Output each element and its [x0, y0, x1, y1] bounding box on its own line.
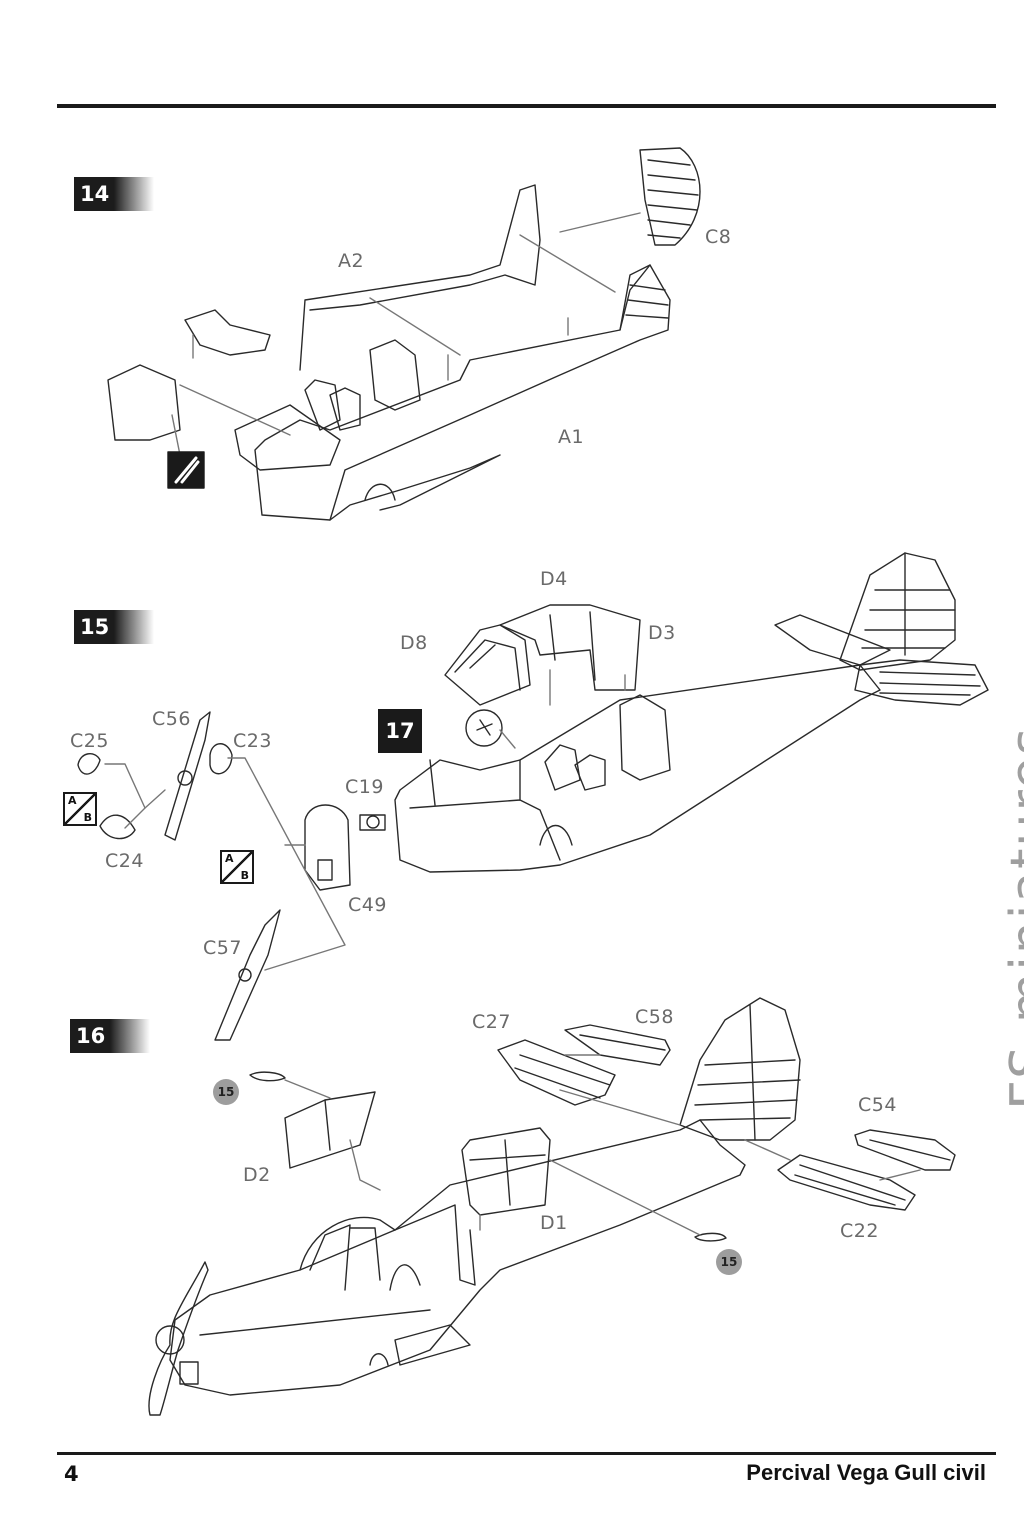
step16-aircraft-drawing: [148, 997, 956, 1416]
step-ref-circle-15: 15: [716, 1249, 742, 1275]
part-label-d3: D3: [648, 622, 676, 644]
part-label-c19: C19: [345, 776, 384, 798]
step-15-badge: 15: [74, 610, 154, 644]
part-label-c54: C54: [858, 1094, 897, 1116]
step14-fuselage-drawing: [107, 147, 701, 521]
part-label-a1: A1: [558, 426, 585, 448]
part-label-c58: C58: [635, 1006, 674, 1028]
part-label-c25: C25: [70, 730, 109, 752]
step-16-badge: 16: [70, 1019, 150, 1053]
step15-fuselage-drawing: [77, 552, 989, 1041]
option-b-label: B: [240, 869, 249, 882]
step-14-badge: 14: [74, 177, 154, 211]
bottom-rule: [57, 1452, 996, 1455]
option-ab-marker-1: A B: [63, 792, 97, 826]
step-17-reference: 17: [378, 709, 422, 753]
part-label-c8: C8: [705, 226, 732, 248]
page-number: 4: [64, 1462, 79, 1486]
part-label-c57: C57: [203, 937, 242, 959]
part-label-c56: C56: [152, 708, 191, 730]
step-ref-circle-15: 15: [213, 1079, 239, 1105]
part-label-c24: C24: [105, 850, 144, 872]
part-label-c22: C22: [840, 1220, 879, 1242]
option-b-label: B: [83, 811, 92, 824]
part-label-a2: A2: [338, 250, 365, 272]
document-title: Percival Vega Gull civil: [746, 1460, 986, 1485]
part-label-d8: D8: [400, 632, 428, 654]
top-rule: [57, 104, 996, 108]
part-label-c49: C49: [348, 894, 387, 916]
part-label-c23: C23: [233, 730, 272, 752]
part-label-d2: D2: [243, 1164, 271, 1186]
option-a-label: A: [68, 794, 77, 807]
option-ab-marker-2: A B: [220, 850, 254, 884]
option-a-label: A: [225, 852, 234, 865]
part-label-c27: C27: [472, 1011, 511, 1033]
part-label-d4: D4: [540, 568, 568, 590]
part-label-d1: D1: [540, 1212, 568, 1234]
